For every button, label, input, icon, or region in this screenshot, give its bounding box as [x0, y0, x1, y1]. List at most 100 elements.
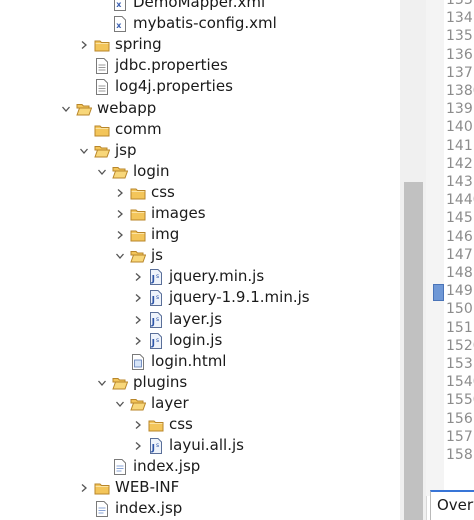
folder-icon — [130, 206, 146, 222]
tree-item[interactable]: x mybatis-config.xml — [94, 13, 277, 34]
tree-indent-spacer — [112, 354, 128, 370]
tree-item-label: jquery.min.js — [169, 267, 265, 285]
chevron-down-icon[interactable] — [76, 143, 92, 159]
html-file-icon — [130, 353, 146, 370]
tree-indent-spacer — [76, 58, 92, 74]
properties-file-icon — [94, 78, 110, 95]
line-number: 153 — [446, 356, 473, 372]
scrollbar-thumb[interactable] — [404, 182, 423, 520]
tree-item-label: login.html — [151, 352, 227, 370]
svg-text:s: s — [156, 294, 159, 301]
tree-item[interactable]: spring — [76, 34, 162, 55]
line-number: 133 — [446, 0, 473, 8]
folder-open-icon — [76, 101, 92, 117]
line-number: 1540 — [446, 374, 474, 390]
tree-item-label: layer — [151, 394, 189, 412]
tree-item[interactable]: login.html — [112, 351, 226, 372]
line-number: 1440 — [446, 192, 474, 208]
line-number: 140 — [446, 119, 473, 135]
tree-item[interactable]: jdbc.properties — [76, 55, 228, 76]
tree-item[interactable]: js — [112, 245, 163, 266]
chevron-right-icon[interactable] — [112, 185, 128, 201]
line-number: 146 — [446, 229, 473, 245]
tab-overview-label: Overview — [437, 496, 474, 514]
line-number: 145 — [446, 210, 473, 226]
svg-text:J: J — [151, 274, 155, 284]
tab-overview[interactable]: Overview — [430, 490, 474, 520]
tree-item[interactable]: webapp — [58, 98, 156, 119]
folder-icon — [130, 227, 146, 243]
xml-file-icon: x — [112, 15, 128, 32]
folder-icon — [130, 185, 146, 201]
line-number: 135 — [446, 28, 473, 44]
tree-item[interactable]: layer — [112, 393, 189, 414]
line-number: 1520 — [446, 338, 474, 354]
line-number: 134 — [446, 10, 473, 26]
folder-icon — [148, 417, 164, 433]
tree-indent-spacer — [76, 122, 92, 138]
tree-item[interactable]: WEB-INF — [76, 477, 179, 498]
chevron-down-icon[interactable] — [58, 101, 74, 117]
xml-file-icon: x — [112, 0, 128, 11]
tree-item[interactable]: comm — [76, 119, 162, 140]
tree-item-label: index.jsp — [133, 457, 201, 475]
tree-item[interactable]: index.jsp — [76, 498, 182, 519]
line-number: 141 — [446, 138, 473, 154]
tree-indent-spacer — [94, 16, 110, 32]
chevron-down-icon[interactable] — [94, 375, 110, 391]
tree-item[interactable]: img — [112, 224, 179, 245]
chevron-right-icon[interactable] — [130, 438, 146, 454]
svg-text:J: J — [151, 295, 155, 305]
line-number: 139 — [446, 101, 473, 117]
line-number: 143 — [446, 174, 473, 190]
chevron-right-icon[interactable] — [112, 227, 128, 243]
line-number: 149 — [446, 283, 473, 299]
line-number: 156 — [446, 411, 473, 427]
chevron-right-icon[interactable] — [130, 333, 146, 349]
tree-item[interactable]: jsp — [76, 140, 137, 161]
tree-item[interactable]: index.jsp — [94, 456, 200, 477]
tree-item[interactable]: login — [94, 161, 170, 182]
chevron-right-icon[interactable] — [112, 206, 128, 222]
tree-item-label: jdbc.properties — [115, 56, 228, 74]
chevron-right-icon[interactable] — [76, 480, 92, 496]
folder-open-icon — [112, 375, 128, 391]
tree-item-label: css — [151, 183, 175, 201]
chevron-down-icon[interactable] — [112, 248, 128, 264]
chevron-right-icon[interactable] — [130, 312, 146, 328]
tree-indent-spacer — [76, 501, 92, 517]
chevron-right-icon[interactable] — [130, 417, 146, 433]
tree-item-label: plugins — [133, 373, 188, 391]
tree-item[interactable]: log4j.properties — [76, 76, 233, 97]
line-number: 137 — [446, 65, 473, 81]
tree-item[interactable]: plugins — [94, 372, 187, 393]
line-number: 1550 — [446, 392, 474, 408]
tree-item[interactable]: images — [112, 203, 206, 224]
tree-item-label: mybatis-config.xml — [133, 14, 277, 32]
chevron-right-icon[interactable] — [130, 269, 146, 285]
tree-item-label: comm — [115, 120, 162, 138]
chevron-right-icon[interactable] — [76, 37, 92, 53]
svg-text:J: J — [151, 338, 155, 348]
chevron-down-icon[interactable] — [112, 396, 128, 412]
folder-open-icon — [112, 164, 128, 180]
tree-item[interactable]: css — [130, 414, 193, 435]
chevron-down-icon[interactable] — [94, 164, 110, 180]
current-line-marker[interactable] — [433, 284, 444, 301]
chevron-right-icon[interactable] — [130, 290, 146, 306]
tree-item-label: log4j.properties — [115, 77, 233, 95]
tree-item[interactable]: css — [112, 182, 175, 203]
tree-item-label: jsp — [115, 141, 137, 159]
tree-item-label: WEB-INF — [115, 478, 180, 496]
folder-icon — [94, 37, 110, 53]
jsp-file-icon — [112, 458, 128, 475]
